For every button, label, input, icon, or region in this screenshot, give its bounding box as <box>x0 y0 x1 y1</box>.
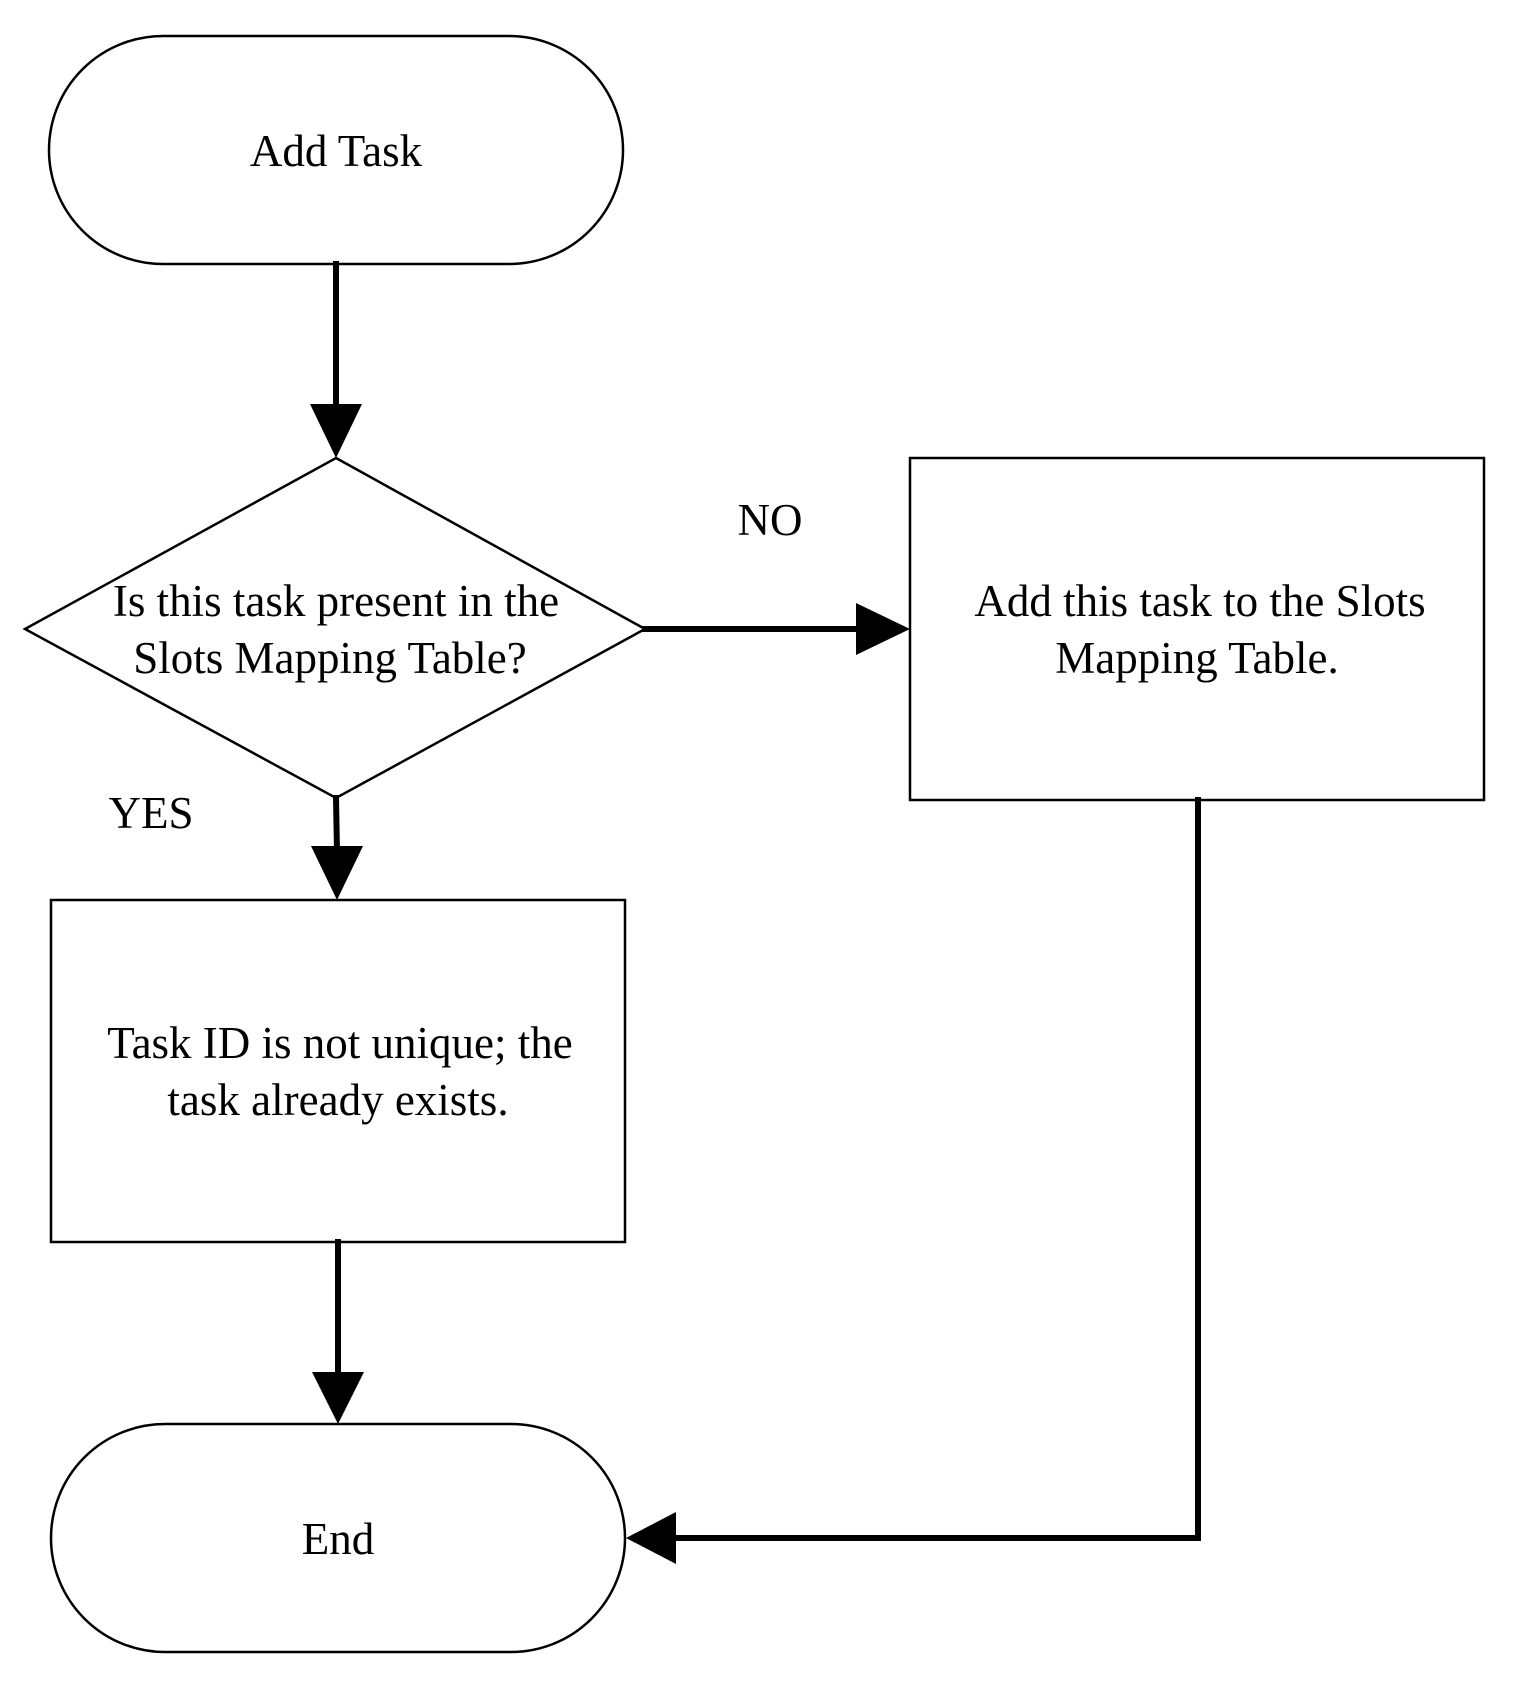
end-terminator: End <box>49 1422 627 1654</box>
no-branch-label: NO <box>738 495 803 545</box>
start-terminator: Add Task <box>47 34 625 266</box>
yes-branch-label: YES <box>108 788 193 838</box>
task-exists-label-line2: task already exists. <box>167 1075 508 1125</box>
add-task-label-line2: Mapping Table. <box>1055 633 1338 683</box>
decision-label-line1: Is this task present in the <box>113 576 559 626</box>
decision-label-line2: Slots Mapping Table? <box>133 633 527 683</box>
arrow-decision-to-exists <box>311 794 363 900</box>
arrow-decision-to-add <box>642 603 910 655</box>
arrowhead-right-icon <box>856 603 910 655</box>
start-label: Add Task <box>250 126 423 176</box>
add-task-process-box: Add this task to the Slots Mapping Table… <box>908 456 1486 802</box>
arrowhead-down-icon <box>312 1372 364 1424</box>
arrow-start-to-decision <box>310 261 362 458</box>
task-exists-label-line1: Task ID is not unique; the <box>107 1018 573 1068</box>
arrowhead-down-icon <box>310 404 362 458</box>
decision-diamond: Is this task present in the Slots Mappin… <box>22 456 648 800</box>
arrow-exists-to-end <box>312 1239 364 1424</box>
arrow-add-to-end <box>626 797 1201 1564</box>
end-label: End <box>302 1514 375 1564</box>
add-task-label-line1: Add this task to the Slots <box>974 576 1425 626</box>
arrowhead-left-icon <box>626 1512 676 1564</box>
arrowhead-down-icon <box>311 846 363 900</box>
task-exists-process-box: Task ID is not unique; the task already … <box>49 898 627 1244</box>
